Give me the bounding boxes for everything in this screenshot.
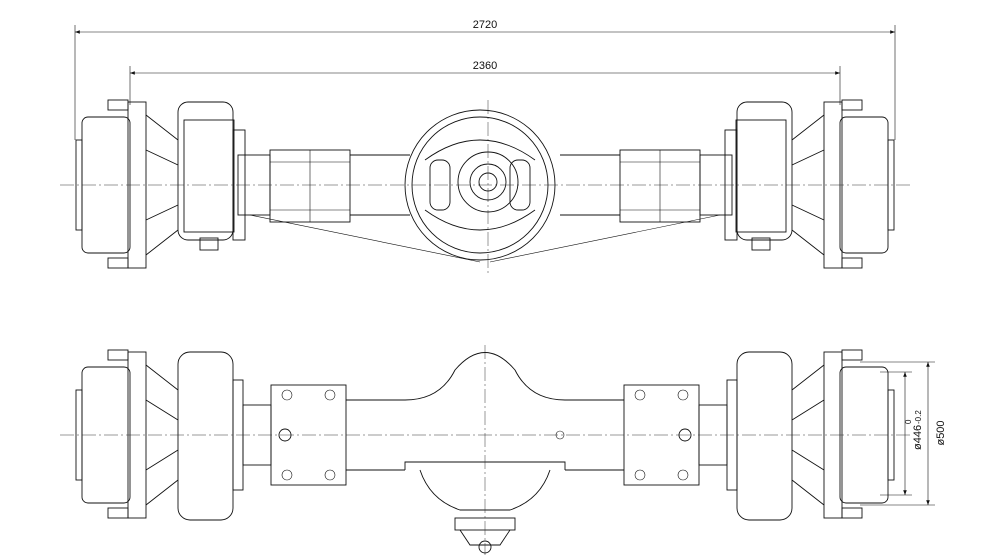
dimension-spigot-diameter: ø446 -0.2 0 <box>880 371 924 496</box>
overall-width-label: 2720 <box>473 19 497 31</box>
bottom-view <box>60 345 910 555</box>
track-width-label: 2360 <box>473 60 497 72</box>
dimension-track: 2360 <box>129 60 841 105</box>
dimension-overall: 2720 <box>74 19 896 140</box>
dimension-flange-diameter: ø500 <box>860 361 947 506</box>
spigot-tolerance-upper: 0 <box>904 419 913 424</box>
spigot-tolerance-lower: -0.2 <box>914 410 923 424</box>
flange-diameter-label: ø500 <box>935 420 947 445</box>
spigot-diameter-label: ø446 <box>912 425 924 450</box>
top-view <box>60 99 910 275</box>
